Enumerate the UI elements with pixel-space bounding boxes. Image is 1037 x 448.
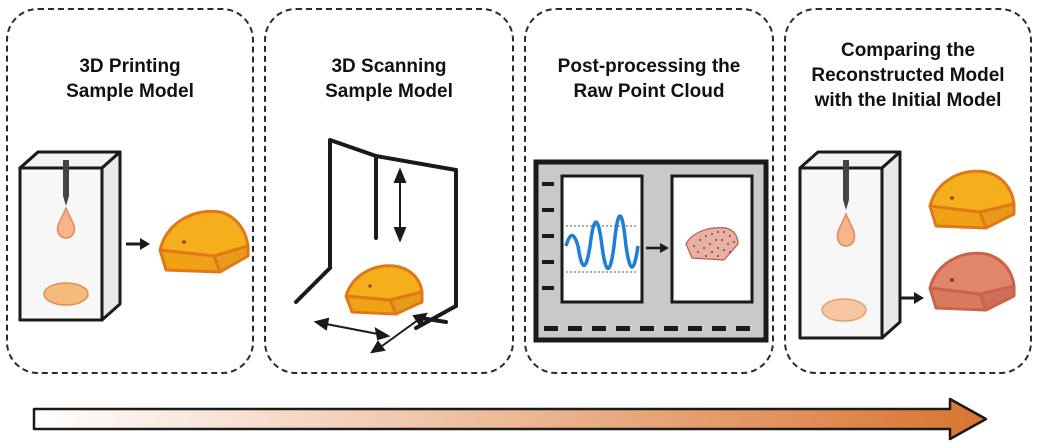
panel-title-line: with the Initial Model xyxy=(814,90,1002,111)
arrow-right-icon xyxy=(646,243,669,253)
panel-title: Post-processing the Raw Point Cloud xyxy=(526,54,772,104)
reconstructed-model-icon xyxy=(928,251,1016,312)
panel-title-line: Sample Model xyxy=(325,81,453,102)
point-cloud-icon xyxy=(685,227,739,261)
droplet-icon xyxy=(56,206,76,239)
panel-title-line: Post-processing the xyxy=(557,56,741,77)
comparing-illustration xyxy=(798,150,1016,340)
arrow-right-icon xyxy=(126,238,150,250)
scanned-model-icon xyxy=(344,264,424,316)
initial-model-icon xyxy=(928,169,1016,230)
signal-wave-icon xyxy=(564,214,640,270)
panel-title: 3D Scanning Sample Model xyxy=(266,54,512,104)
panel-3d-scanning: 3D Scanning Sample Model xyxy=(264,8,514,374)
droplet-icon xyxy=(836,212,856,247)
panel-title-line: 3D Scanning xyxy=(331,56,447,77)
vertical-double-arrow-icon xyxy=(393,167,407,243)
panel-3d-printing: 3D Printing Sample Model xyxy=(6,8,254,374)
flow-arrow-shape xyxy=(32,397,988,441)
printed-base-icon xyxy=(43,282,89,306)
panel-title: Comparing the Reconstructed Model with t… xyxy=(786,38,1030,113)
tick-marks-bottom xyxy=(544,326,750,331)
scanning-illustration xyxy=(294,138,458,354)
panel-comparing: Comparing the Reconstructed Model with t… xyxy=(784,8,1032,374)
scanner-frame-icon xyxy=(294,138,458,330)
printed-base-icon xyxy=(821,298,867,322)
panel-title-line: Sample Model xyxy=(66,81,194,102)
arrow-right-icon xyxy=(900,292,924,304)
panel-title: 3D Printing Sample Model xyxy=(8,54,252,104)
diagonal-double-arrow-icon xyxy=(370,312,428,354)
panel-post-processing: Post-processing the Raw Point Cloud xyxy=(524,8,774,374)
panel-title-line: Reconstructed Model xyxy=(811,65,1005,86)
print-nozzle-icon xyxy=(63,160,69,196)
print-nozzle-icon xyxy=(843,160,849,200)
sample-model-icon xyxy=(158,209,250,274)
tick-marks-left xyxy=(542,182,554,290)
panel-title-line: 3D Printing xyxy=(79,56,181,77)
horizontal-double-arrow-icon xyxy=(313,317,391,341)
panel-title-line: Raw Point Cloud xyxy=(573,81,725,102)
printing-illustration xyxy=(18,150,250,322)
panel-title-line: Comparing the xyxy=(840,40,976,61)
post-processing-illustration xyxy=(533,159,769,343)
